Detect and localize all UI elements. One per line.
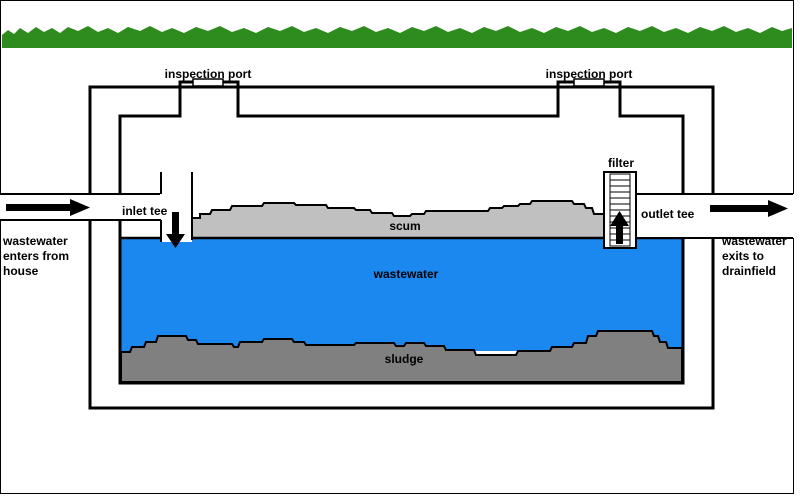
arrow-up-icon	[610, 211, 629, 244]
wastewater-layer	[121, 238, 682, 351]
outlet-tee-label: outlet tee	[641, 207, 695, 221]
scum-label: scum	[389, 219, 420, 233]
inlet-tee-label: inlet tee	[122, 204, 168, 218]
scum-layer	[191, 200, 605, 239]
inflow-label-line-3: house	[3, 264, 39, 278]
outflow-label-line-2: exits to	[722, 249, 764, 263]
arrow-right-icon	[710, 200, 788, 217]
arrow-right-icon	[6, 199, 90, 216]
inflow-label-line-1: wastewater	[2, 234, 68, 248]
outflow-label-line-1: wastewater	[721, 234, 787, 248]
outflow-label-line-3: drainfield	[722, 264, 776, 278]
inspection-port-cap-right	[573, 78, 605, 87]
filter-label: filter	[608, 156, 634, 170]
grass-strip	[2, 26, 792, 48]
wastewater-label: wastewater	[373, 267, 439, 281]
sludge-layer	[120, 330, 683, 383]
inspection-port-label-left: inspection port	[165, 67, 252, 81]
arrow-down-icon	[166, 212, 185, 248]
inspection-port-cap-left	[192, 78, 224, 87]
sludge-label: sludge	[385, 352, 424, 366]
inflow-label-line-2: enters from	[3, 249, 69, 263]
inspection-port-label-right: inspection port	[546, 67, 633, 81]
